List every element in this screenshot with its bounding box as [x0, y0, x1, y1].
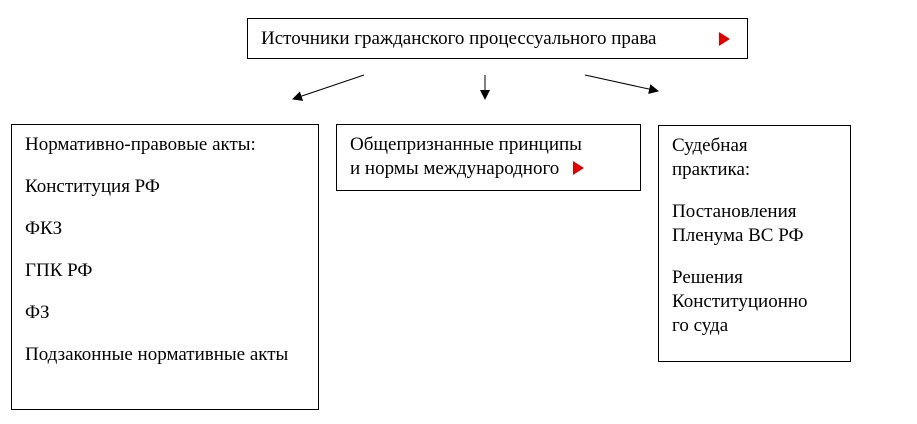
practice-item-constitutional-line3: го суда [672, 315, 729, 336]
international-title-line2: и нормы международного [350, 158, 560, 179]
red-triangle-icon [573, 161, 585, 175]
root-node: Источники гражданского процессуального п… [247, 18, 748, 59]
practice-title-line1: Судебная [672, 135, 748, 156]
normative-item-subordinate: Подзаконные нормативные акты [25, 344, 289, 365]
practice-item-constitutional-line1: Решения [672, 267, 743, 288]
practice-item-plenum-line1: Постановления [672, 201, 797, 222]
normative-item-fz: ФЗ [25, 302, 50, 323]
normative-item-constitution: Конституция РФ [25, 176, 160, 197]
root-label: Источники гражданского процессуального п… [261, 28, 657, 49]
judicial-practice-node: Судебная практика: Постановления Пленума… [658, 125, 851, 362]
red-triangle-icon [719, 32, 730, 46]
normative-item-gpk: ГПК РФ [25, 260, 93, 281]
normative-acts-node: Нормативно-правовые акты: Конституция РФ… [11, 124, 319, 410]
arrow-to-practice [584, 74, 659, 94]
international-norms-node: Общепризнанные принципы и нормы междунар… [336, 124, 641, 191]
practice-item-constitutional-line2: Конституционно [672, 291, 808, 312]
practice-title-line2: практика: [672, 159, 751, 180]
normative-title: Нормативно-правовые акты: [25, 134, 256, 155]
arrow-to-normative [292, 74, 365, 101]
normative-item-fkz: ФКЗ [25, 218, 63, 239]
international-title-line1: Общепризнанные принципы [350, 134, 582, 155]
practice-item-plenum-line2: Пленума ВС РФ [672, 225, 804, 246]
